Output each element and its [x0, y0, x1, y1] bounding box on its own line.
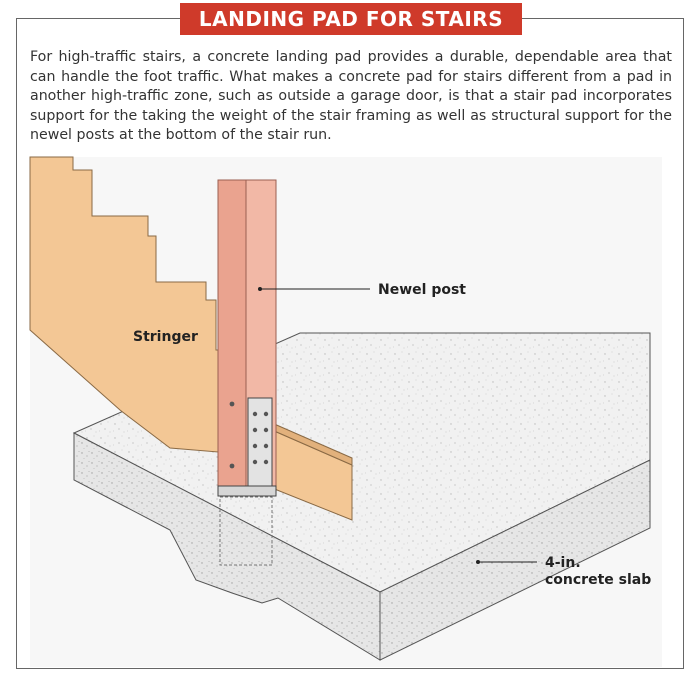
bracket-bolt [252, 459, 258, 465]
stringer-board [29, 156, 219, 453]
newel-post-front [217, 179, 247, 491]
stringer-label: Stringer [133, 329, 198, 345]
diagram-title: LANDING PAD FOR STAIRS [180, 3, 522, 35]
slab-right-face [379, 459, 651, 661]
bracket-bolt [263, 443, 269, 449]
slab-label-line2: concrete slab [545, 572, 651, 588]
frame-rule-left [16, 18, 180, 19]
post-base-plate [217, 485, 277, 497]
post-bolt [229, 463, 235, 469]
bracket-bolt [263, 427, 269, 433]
newel-post-label: Newel post [378, 282, 466, 298]
slab-leader-dot [476, 560, 480, 564]
intro-paragraph: For high-traffic stairs, a concrete land… [30, 49, 672, 144]
frame-rule-right [522, 18, 684, 19]
post-footing-hidden [219, 496, 273, 566]
bracket-bolt [252, 443, 258, 449]
slab-label-line1: 4-in. [545, 555, 581, 571]
bracket-bolt [263, 459, 269, 465]
bracket-bolt [252, 411, 258, 417]
post-bracket [247, 397, 273, 487]
diagram-frame [16, 18, 684, 669]
post-bolt [229, 401, 235, 407]
bracket-bolt [252, 427, 258, 433]
newel-post-leader-dot [258, 287, 262, 291]
bracket-bolt [263, 411, 269, 417]
